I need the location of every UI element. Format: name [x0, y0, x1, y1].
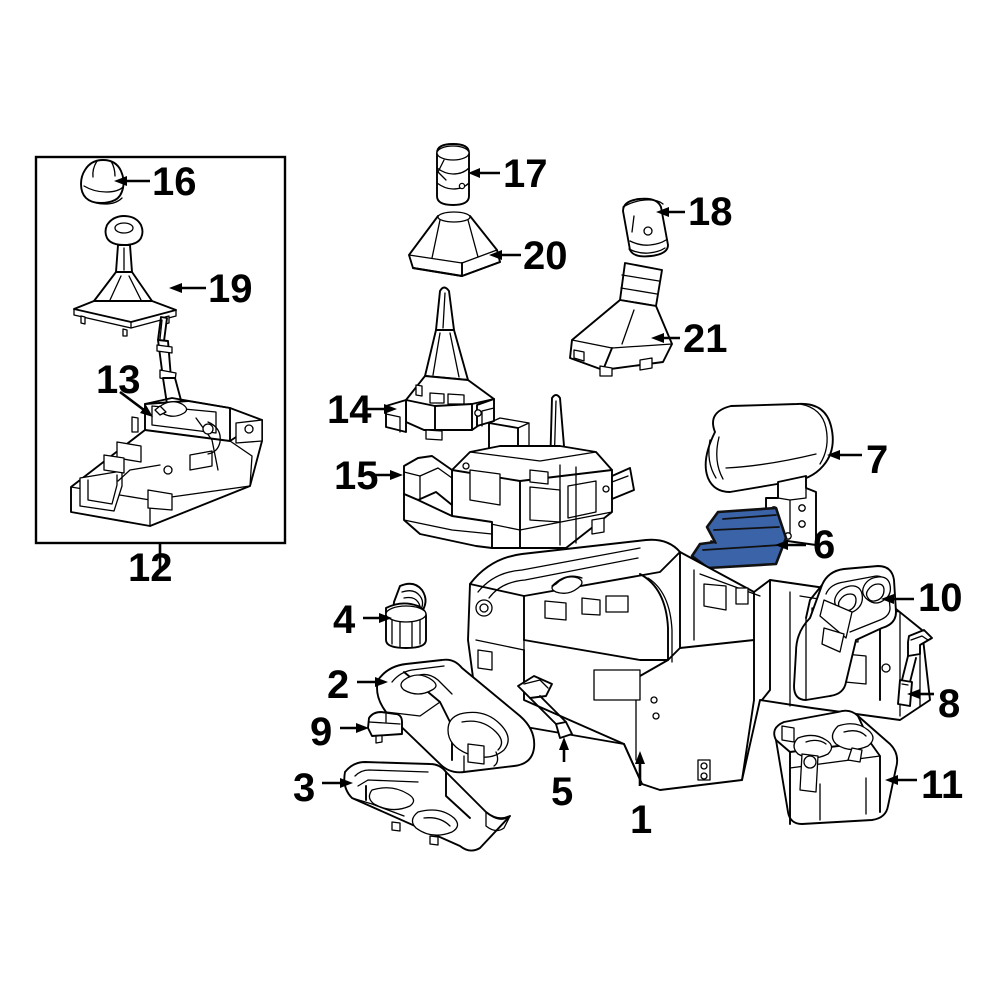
- callout-17: 17: [503, 152, 548, 196]
- callout-11: 11: [921, 763, 964, 807]
- part-11-rear-console-cupholder: [773, 709, 899, 825]
- part-18-transfer-case-knob: [622, 197, 669, 258]
- callout-16: 16: [152, 160, 197, 204]
- part-19-manual-shift-boot: [73, 215, 177, 337]
- callout-18: 18: [688, 190, 733, 234]
- leader-8: [907, 689, 934, 699]
- callout-1: 1: [630, 798, 653, 842]
- leader-1: [635, 751, 645, 786]
- leader-21: [651, 333, 680, 343]
- callout-13: 13: [96, 358, 141, 402]
- callout-21: 21: [683, 317, 728, 361]
- leader-18: [656, 207, 685, 217]
- leader-4: [363, 613, 392, 623]
- part-13-manual-shift-housing: [70, 316, 263, 527]
- part-15-automatic-shift-control: [403, 394, 635, 549]
- part-6-armrest-base-pad-highlighted: [690, 506, 788, 570]
- part-2-console-cupholder-tray: [376, 658, 536, 774]
- leader-17: [468, 168, 500, 178]
- inset-box-12: [34, 155, 287, 570]
- leader-19: [169, 283, 206, 293]
- leader-2: [357, 677, 388, 687]
- callout-14: 14: [327, 388, 372, 432]
- leader-11: [885, 775, 917, 785]
- part-5-wiring-harness-jumper: [517, 675, 573, 739]
- part-3-console-lower-bezel: [343, 761, 511, 852]
- leader-20: [489, 250, 521, 260]
- part-20-automatic-boot-bezel: [408, 211, 501, 277]
- callout-8: 8: [938, 682, 961, 726]
- part-9-console-plug-cap: [367, 711, 403, 744]
- callout-5: 5: [551, 770, 574, 814]
- callout-20: 20: [523, 234, 568, 278]
- leader-3: [322, 778, 353, 788]
- callout-6: 6: [813, 523, 836, 567]
- callout-10: 10: [918, 576, 963, 620]
- leader-7: [827, 450, 862, 460]
- callout-3: 3: [293, 766, 316, 810]
- callout-19: 19: [208, 267, 253, 311]
- callout-2: 2: [327, 663, 350, 707]
- part-4-ash-receiver-cup: [385, 582, 427, 649]
- callout-4: 4: [333, 598, 356, 642]
- part-17-automatic-shift-knob: [436, 143, 470, 206]
- part-8-retainer-clip-bracket: [897, 629, 933, 707]
- callout-12: 12: [128, 546, 173, 590]
- part-14-automatic-shift-lever: [385, 286, 495, 441]
- leader-5: [559, 737, 569, 762]
- leader-9: [340, 723, 369, 733]
- leader-13: [119, 390, 153, 417]
- part-21-transfer-case-boot: [569, 262, 673, 377]
- callout-7: 7: [866, 438, 889, 482]
- part-16-manual-shift-knob: [80, 159, 125, 205]
- leader-6: [775, 540, 806, 550]
- leader-14: [367, 404, 397, 414]
- part-10-rear-console-vent-trim: [793, 565, 897, 701]
- leader-16: [114, 176, 150, 186]
- callout-15: 15: [334, 454, 379, 498]
- leader-10: [881, 594, 914, 604]
- callout-9: 9: [310, 710, 333, 754]
- leader-15: [374, 470, 403, 480]
